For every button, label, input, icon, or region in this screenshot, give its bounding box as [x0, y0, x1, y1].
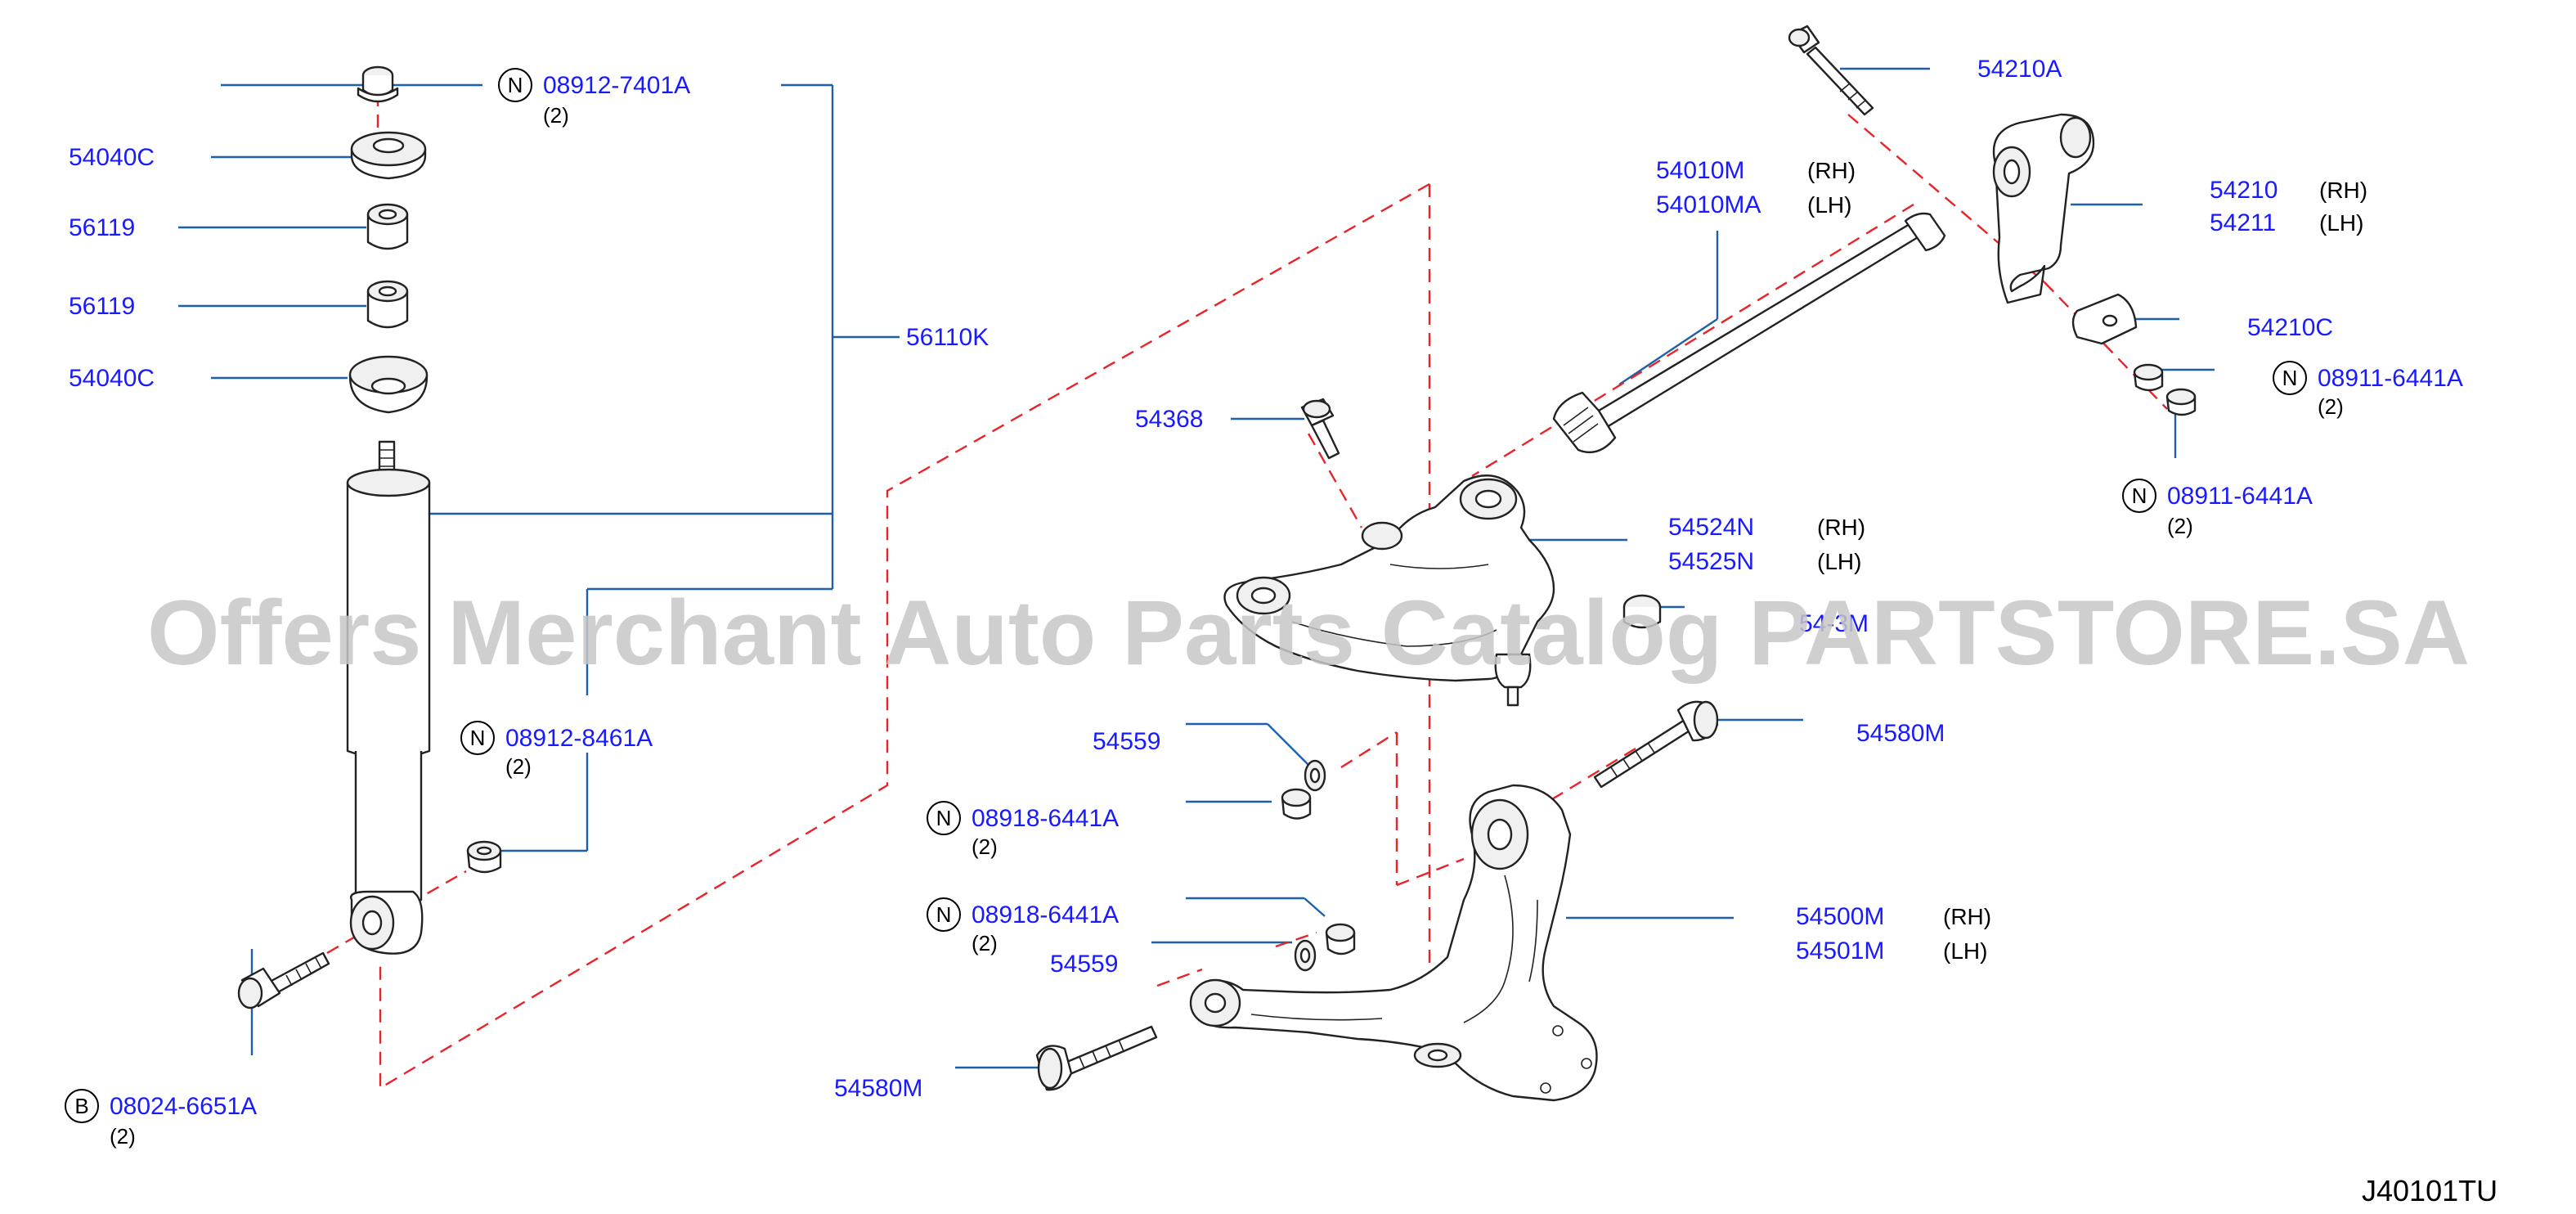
part-number-54210a[interactable]: 54210A — [1977, 56, 2062, 83]
part-number-54368[interactable]: 54368 — [1135, 406, 1203, 433]
part-number: 08911-6441A — [2167, 483, 2313, 510]
part-number: 08912-8461A — [505, 725, 653, 752]
side-lh: (LH) — [2319, 210, 2363, 236]
part-number-54500m[interactable]: 54500M — [1796, 903, 1884, 930]
quantity: (2) — [505, 754, 532, 779]
part-number-54580m-upper[interactable]: 54580M — [1856, 720, 1945, 747]
upper-control-arm — [1223, 398, 1662, 707]
side-rh: (RH) — [1943, 904, 1991, 929]
shock-lower-tube — [354, 751, 423, 907]
part-number: 08918-6441A — [972, 805, 1119, 832]
bolt-54368 — [1300, 398, 1340, 460]
part-number-56119-lower[interactable]: 56119 — [69, 293, 135, 320]
side-lh: (LH) — [1817, 549, 1861, 574]
part-number-54040c-upper[interactable]: 54040C — [69, 144, 155, 171]
washer-upper — [350, 131, 427, 180]
bolt-54580m-lower — [1035, 1025, 1158, 1091]
part-number: 08024-6651A — [110, 1093, 257, 1120]
part-number: 08918-6441A — [972, 902, 1119, 928]
part-number-56119-upper[interactable]: 56119 — [69, 214, 135, 241]
quantity: (2) — [2318, 394, 2344, 419]
torsion-bar-assembly — [1552, 25, 2197, 454]
nut-08918-lower — [1325, 923, 1356, 955]
callout-badge: N — [2282, 366, 2298, 390]
bolt-54210a — [1788, 25, 1874, 116]
part-number-54559-upper[interactable]: 54559 — [1093, 728, 1160, 755]
washer-54559-upper — [1304, 759, 1326, 792]
quantity: (2) — [972, 834, 998, 859]
part-number-spacer[interactable]: 54-3M — [1799, 610, 1869, 637]
nut-top — [357, 65, 399, 103]
part-number-54580m-lower[interactable]: 54580M — [834, 1075, 922, 1102]
shock-eye — [349, 890, 424, 955]
callout-badge: N — [936, 806, 952, 830]
callout-badge: N — [508, 73, 523, 97]
quantity: (2) — [2167, 514, 2193, 538]
watermark: Offers Merchant Auto Parts Catalog PARTS… — [147, 582, 2470, 684]
part-number-54210c[interactable]: 54210C — [2247, 314, 2333, 341]
nut-08911-lower — [2165, 388, 2197, 416]
quantity: (2) — [972, 931, 998, 955]
quantity: (2) — [543, 103, 569, 128]
callout-08911-6441a-upper[interactable]: N 08911-6441A (2) — [2273, 361, 2463, 419]
callout-08911-6441a-lower[interactable]: N 08911-6441A (2) — [2122, 479, 2313, 538]
washer-54559-lower — [1294, 939, 1317, 972]
adjust-block — [2071, 293, 2138, 345]
nut-lower — [466, 840, 502, 874]
callout-08918-6441a-upper[interactable]: N 08918-6441A (2) — [927, 801, 1119, 859]
callout-08912-8461a[interactable]: N 08912-8461A (2) — [460, 721, 653, 779]
side-lh: (LH) — [1943, 938, 1987, 964]
part-number: 08911-6441A — [2318, 365, 2463, 392]
side-rh: (RH) — [1817, 515, 1865, 540]
torque-arm — [1992, 113, 2095, 304]
callouts: N 08912-7401A (2) 54040C 56119 56119 540… — [65, 56, 2463, 1149]
callout-badge: N — [2132, 483, 2147, 508]
shock-absorber-assembly — [237, 65, 502, 1009]
part-number-56110k[interactable]: 56110K — [906, 324, 989, 351]
part-number-54559-lower[interactable]: 54559 — [1050, 951, 1118, 978]
part-number-54010m[interactable]: 54010M — [1656, 157, 1744, 184]
nut-08918-upper — [1281, 788, 1312, 820]
part-number: 08912-7401A — [543, 72, 690, 99]
bushing-upper — [366, 203, 409, 250]
nut-08911-upper — [2133, 363, 2164, 392]
lower-control-arm — [1035, 700, 1719, 1102]
part-number-54524n[interactable]: 54524N — [1668, 514, 1754, 541]
side-lh: (LH) — [1807, 192, 1851, 218]
part-number-54210[interactable]: 54210 — [2210, 177, 2278, 204]
bolt-54580m-upper — [1593, 700, 1719, 789]
part-number-54525n[interactable]: 54525N — [1668, 548, 1754, 575]
callout-08024-6651a[interactable]: B 08024-6651A (2) — [65, 1089, 257, 1149]
callout-badge: N — [936, 902, 952, 927]
part-number-54211[interactable]: 54211 — [2210, 209, 2276, 236]
alignment-lines — [326, 72, 2168, 1090]
callout-08918-6441a-lower[interactable]: N 08918-6441A (2) — [927, 897, 1119, 955]
torsion-bar — [1552, 212, 1946, 454]
callout-badge: N — [470, 726, 486, 750]
washer-lower — [348, 355, 429, 414]
quantity: (2) — [110, 1124, 136, 1149]
callout-badge: B — [74, 1094, 88, 1118]
part-number-54040c-lower[interactable]: 54040C — [69, 365, 155, 392]
callout-08912-7401a[interactable]: N 08912-7401A (2) — [498, 68, 690, 128]
diagram-reference-code: J40101TU — [2362, 1174, 2497, 1207]
bolt-lower — [237, 951, 330, 1009]
bushing-lower — [366, 280, 409, 329]
part-number-54501m[interactable]: 54501M — [1796, 937, 1884, 964]
side-rh: (RH) — [2319, 178, 2367, 203]
side-rh: (RH) — [1807, 158, 1856, 183]
part-number-54010ma[interactable]: 54010MA — [1656, 191, 1761, 218]
